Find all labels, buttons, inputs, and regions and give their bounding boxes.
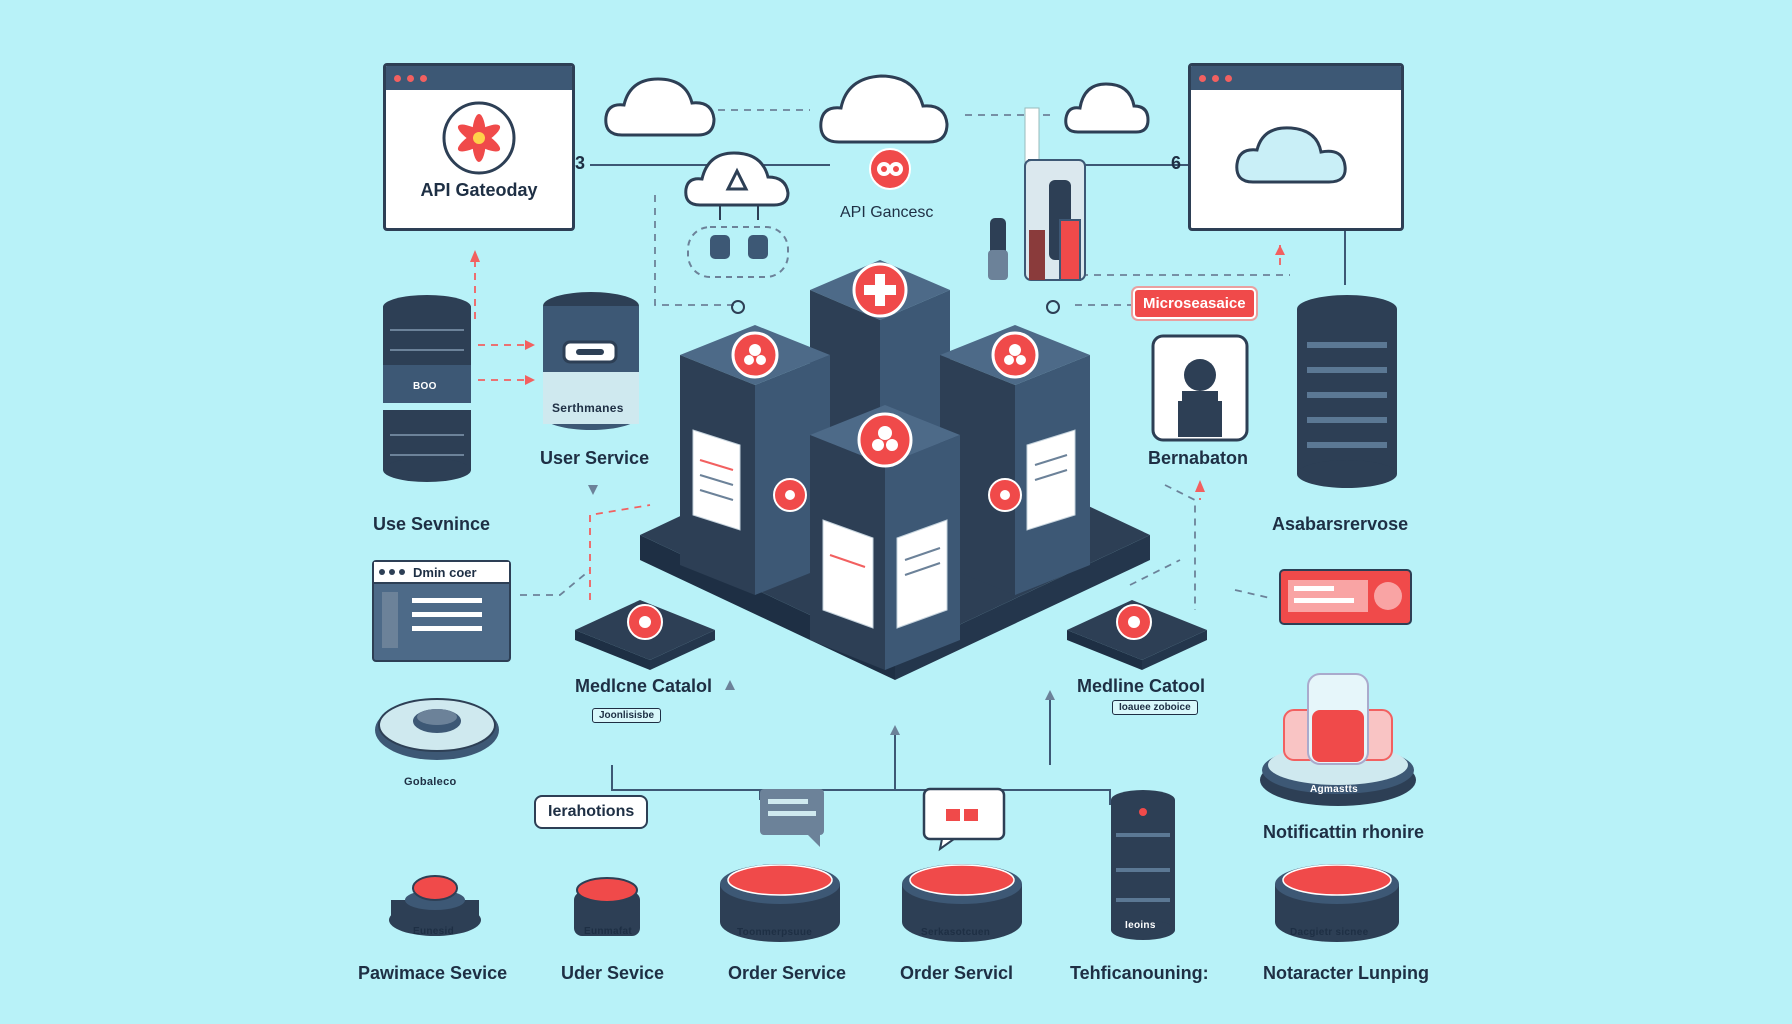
cloud-icon xyxy=(1235,126,1347,184)
console-lines-icon xyxy=(382,592,482,648)
device-pawimace-icon xyxy=(389,875,481,936)
microservice-tag: Microseasaice xyxy=(1133,288,1256,319)
window-titlebar xyxy=(386,66,572,90)
gateway-label: API Gateoday xyxy=(420,180,538,200)
cloud-icon xyxy=(1064,82,1150,134)
server-cluster xyxy=(640,260,1150,680)
disc-icon xyxy=(375,698,499,760)
window-dot-icon xyxy=(394,74,401,82)
flask-disc-icon xyxy=(1260,673,1416,806)
disc-label: Gobaleco xyxy=(404,776,457,788)
bottom-tag-4: Serkasotcuen xyxy=(921,927,991,938)
window-dot-icon xyxy=(1212,74,1219,82)
bottom-tag-1: Eunesid xyxy=(413,926,454,937)
database-service-label: User Service xyxy=(540,448,650,468)
device-order-2-icon xyxy=(902,864,1022,942)
database-left-tag: BOO xyxy=(413,381,437,392)
cloud-window xyxy=(1188,63,1404,231)
cloud-lock-icon xyxy=(684,151,790,278)
gateway-star-icon xyxy=(442,101,516,175)
api-center-label: API Gancesc xyxy=(840,204,934,221)
bottom-label-6: Notaracter Lunping xyxy=(1263,963,1430,983)
window-dot-icon xyxy=(379,569,385,575)
red-card-icon xyxy=(1279,569,1412,625)
database-service-icon xyxy=(543,292,639,430)
catalog-slab-left-icon xyxy=(575,600,715,670)
medical-emblem-icon xyxy=(869,148,911,190)
bottom-tag-3: Toonmerpsuue xyxy=(737,927,813,938)
step-number-left: 3 xyxy=(575,153,586,173)
bottom-label-2: Uder Sevice xyxy=(561,963,665,983)
catalog-right-label: Medline Catool xyxy=(1077,676,1206,696)
bottom-label-1: Pawimace Sevice xyxy=(358,963,508,983)
bottom-label-4: Order Servicl xyxy=(900,963,1014,983)
window-dot-icon xyxy=(389,569,395,575)
catalog-right-tag: Ioauee zoboice xyxy=(1112,700,1198,715)
device-notaracter-icon xyxy=(1275,864,1399,942)
console-title: Dmin coer xyxy=(413,564,477,580)
device-order-1-icon xyxy=(720,864,840,942)
database-left-label: Use Sevnince xyxy=(373,514,491,534)
catalog-left-label: Medlcne Catalol xyxy=(575,676,713,696)
window-titlebar xyxy=(1191,66,1401,90)
bernabaton-icon xyxy=(1151,334,1249,442)
database-left-icon xyxy=(383,295,471,482)
flask-label: Notificattin rhonire xyxy=(1263,822,1424,842)
window-dot-icon xyxy=(1199,74,1206,82)
database-right-icon xyxy=(1297,295,1397,488)
flask-tag: Agmastts xyxy=(1310,784,1358,795)
api-gateway-window: API Gateoday xyxy=(383,63,575,231)
lab-equipment-icon xyxy=(988,107,1086,281)
console-window: Dmin coer xyxy=(372,560,511,662)
bottom-tag-5: Ieoins xyxy=(1125,920,1156,931)
cloud-icon xyxy=(604,77,716,137)
bottom-tag-2: Eunmafat xyxy=(584,926,632,937)
bottom-label-5: Tehficanouning: xyxy=(1070,963,1209,983)
chat-window-icon xyxy=(760,789,824,847)
bottom-label-3: Order Service xyxy=(728,963,847,983)
window-dot-icon xyxy=(407,74,414,82)
bottom-tag-6: Dacgietr sicnee xyxy=(1290,927,1369,938)
catalog-left-tag: Joonlisisbe xyxy=(592,708,662,723)
device-uder-icon xyxy=(574,877,640,936)
database-service-tag: Serthmanes xyxy=(552,401,624,415)
console-titlebar: Dmin coer xyxy=(374,562,509,584)
bernabaton-label: Bernabaton xyxy=(1148,448,1249,468)
window-dot-icon xyxy=(420,74,427,82)
chat-bubble-icon xyxy=(922,787,1006,852)
window-dot-icon xyxy=(399,569,405,575)
interactions-pill: Ierahotions xyxy=(534,795,649,829)
catalog-slab-right-icon xyxy=(1067,600,1207,670)
window-dot-icon xyxy=(1225,74,1232,82)
step-number-right: 6 xyxy=(1171,153,1182,173)
device-tehfica-icon xyxy=(1111,790,1175,940)
database-right-label: Asabarsrervose xyxy=(1272,514,1409,534)
cloud-icon xyxy=(819,74,949,144)
